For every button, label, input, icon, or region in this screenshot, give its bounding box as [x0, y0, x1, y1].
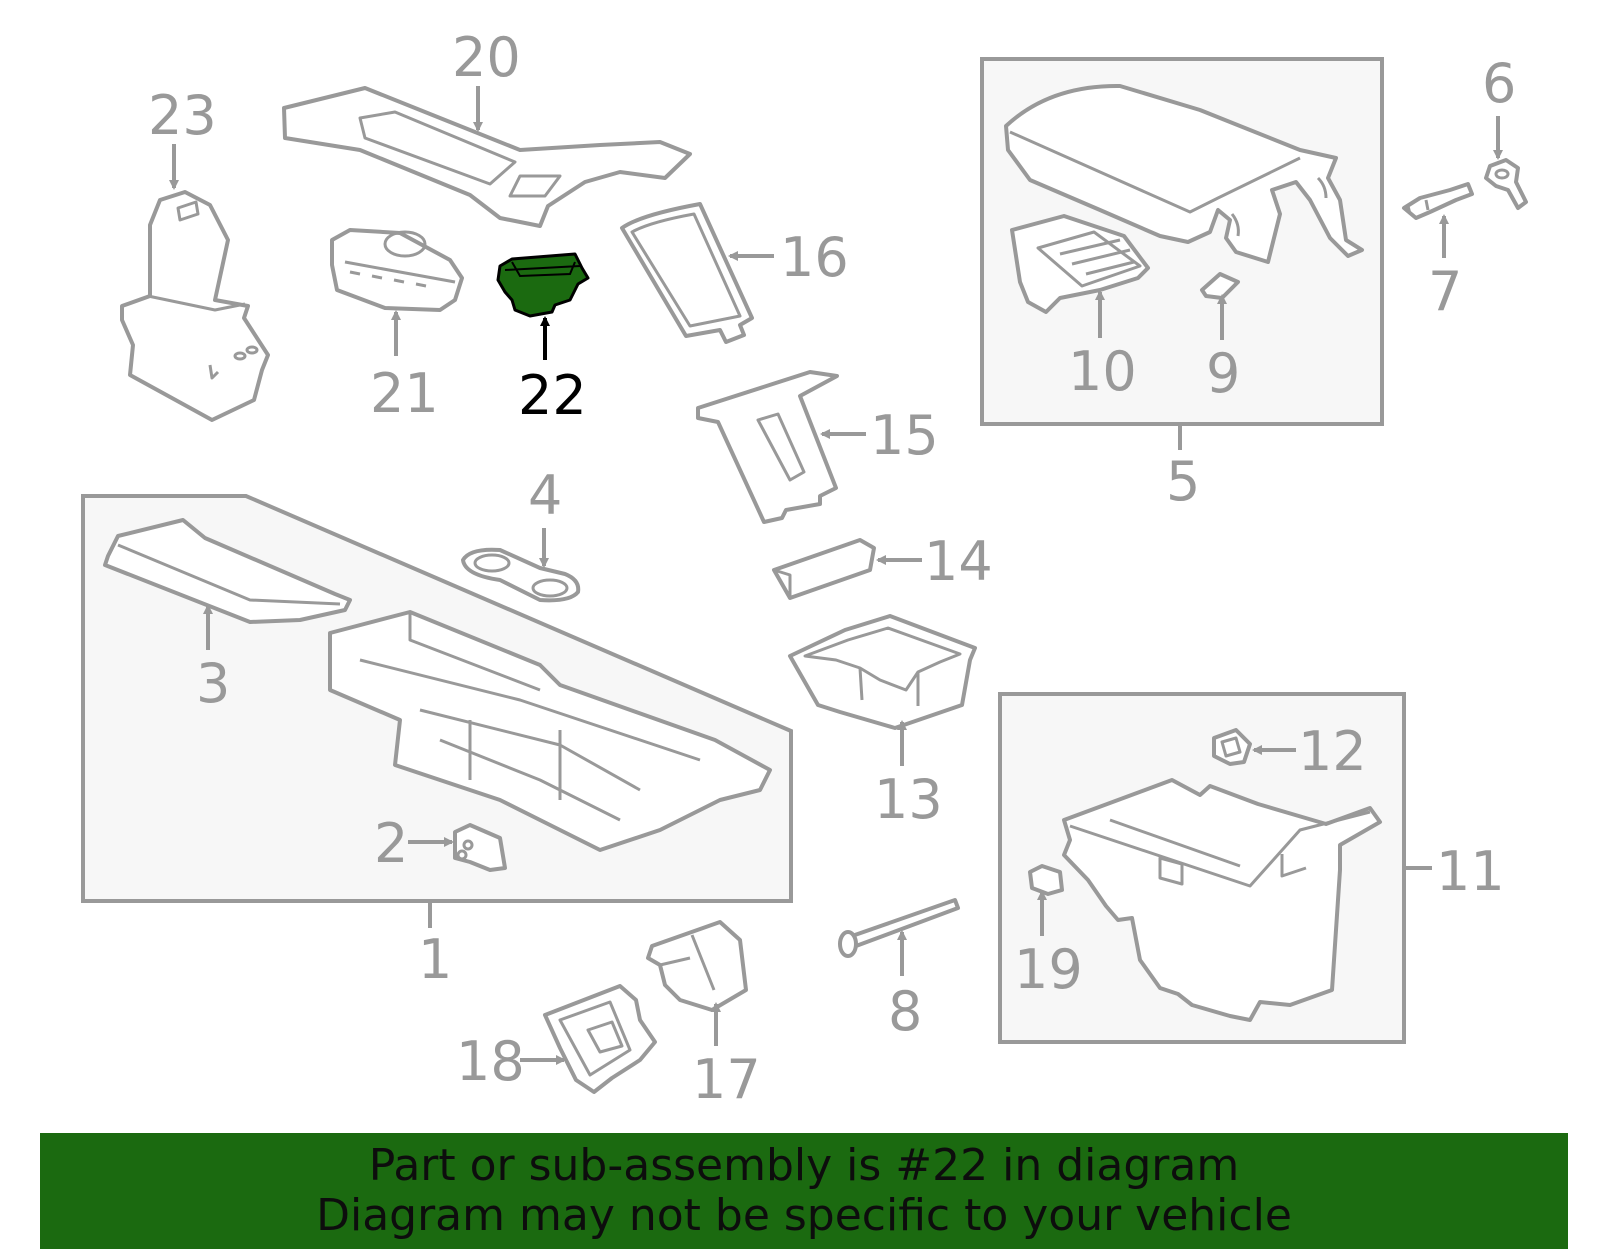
callout-20: 20 [452, 26, 521, 89]
callout-8: 8 [888, 980, 922, 1043]
part-11-bin[interactable] [1062, 778, 1382, 1022]
callout-13: 13 [874, 768, 943, 831]
banner-line-2: Diagram may not be specific to your vehi… [316, 1190, 1292, 1241]
part-14-panel[interactable] [772, 538, 876, 600]
callout-12: 12 [1298, 720, 1367, 783]
part-13-bin[interactable] [788, 614, 977, 730]
callout-17: 17 [692, 1048, 761, 1111]
callout-19: 19 [1014, 938, 1083, 1001]
part-17-module[interactable] [646, 920, 748, 1012]
part-1-console-base[interactable] [328, 610, 772, 852]
part-3-trim[interactable] [103, 518, 352, 624]
callout-5: 5 [1166, 450, 1200, 513]
callout-2: 2 [374, 812, 408, 875]
part-12-clip[interactable] [1212, 728, 1252, 766]
leader-lines [169, 86, 1503, 1065]
callout-11: 11 [1436, 840, 1505, 903]
part-16-cover[interactable] [620, 202, 754, 344]
callout-15: 15 [870, 404, 939, 467]
callout-18: 18 [456, 1030, 525, 1093]
part-4-cup-holder[interactable] [461, 547, 581, 603]
part-9-clip[interactable] [1200, 272, 1240, 300]
part-23-shifter[interactable] [120, 190, 270, 422]
callout-9: 9 [1206, 342, 1240, 405]
part-18-bracket[interactable] [543, 984, 657, 1094]
part-21-switch-panel[interactable] [330, 228, 464, 312]
callout-4: 4 [528, 464, 562, 527]
part-6-fastener[interactable] [1484, 158, 1528, 210]
callout-21: 21 [370, 362, 439, 425]
callout-7: 7 [1428, 260, 1462, 323]
callout-6: 6 [1482, 52, 1516, 115]
callout-23: 23 [148, 84, 217, 147]
part-20-upper-trim[interactable] [282, 86, 692, 228]
callout-3: 3 [196, 652, 230, 715]
callout-labels: 1 2 3 4 5 6 7 8 9 10 11 12 13 14 15 16 1… [148, 26, 1516, 1111]
banner-line-1: Part or sub-assembly is #22 in diagram [368, 1140, 1240, 1191]
callout-1: 1 [418, 928, 452, 991]
part-19-clip[interactable] [1028, 864, 1064, 896]
part-5-armrest[interactable] [1004, 83, 1364, 264]
callout-10: 10 [1068, 340, 1137, 403]
callout-14: 14 [924, 530, 993, 593]
part-15-bezel[interactable] [696, 370, 839, 524]
part-8-bolt[interactable] [838, 898, 960, 958]
callout-22: 22 [518, 364, 587, 427]
info-banner: Part or sub-assembly is #22 in diagram D… [40, 1133, 1568, 1249]
part-22-highlighted[interactable] [496, 252, 590, 318]
part-2-bracket[interactable] [453, 823, 507, 872]
part-7-fastener[interactable] [1402, 182, 1474, 220]
callout-16: 16 [780, 226, 849, 289]
